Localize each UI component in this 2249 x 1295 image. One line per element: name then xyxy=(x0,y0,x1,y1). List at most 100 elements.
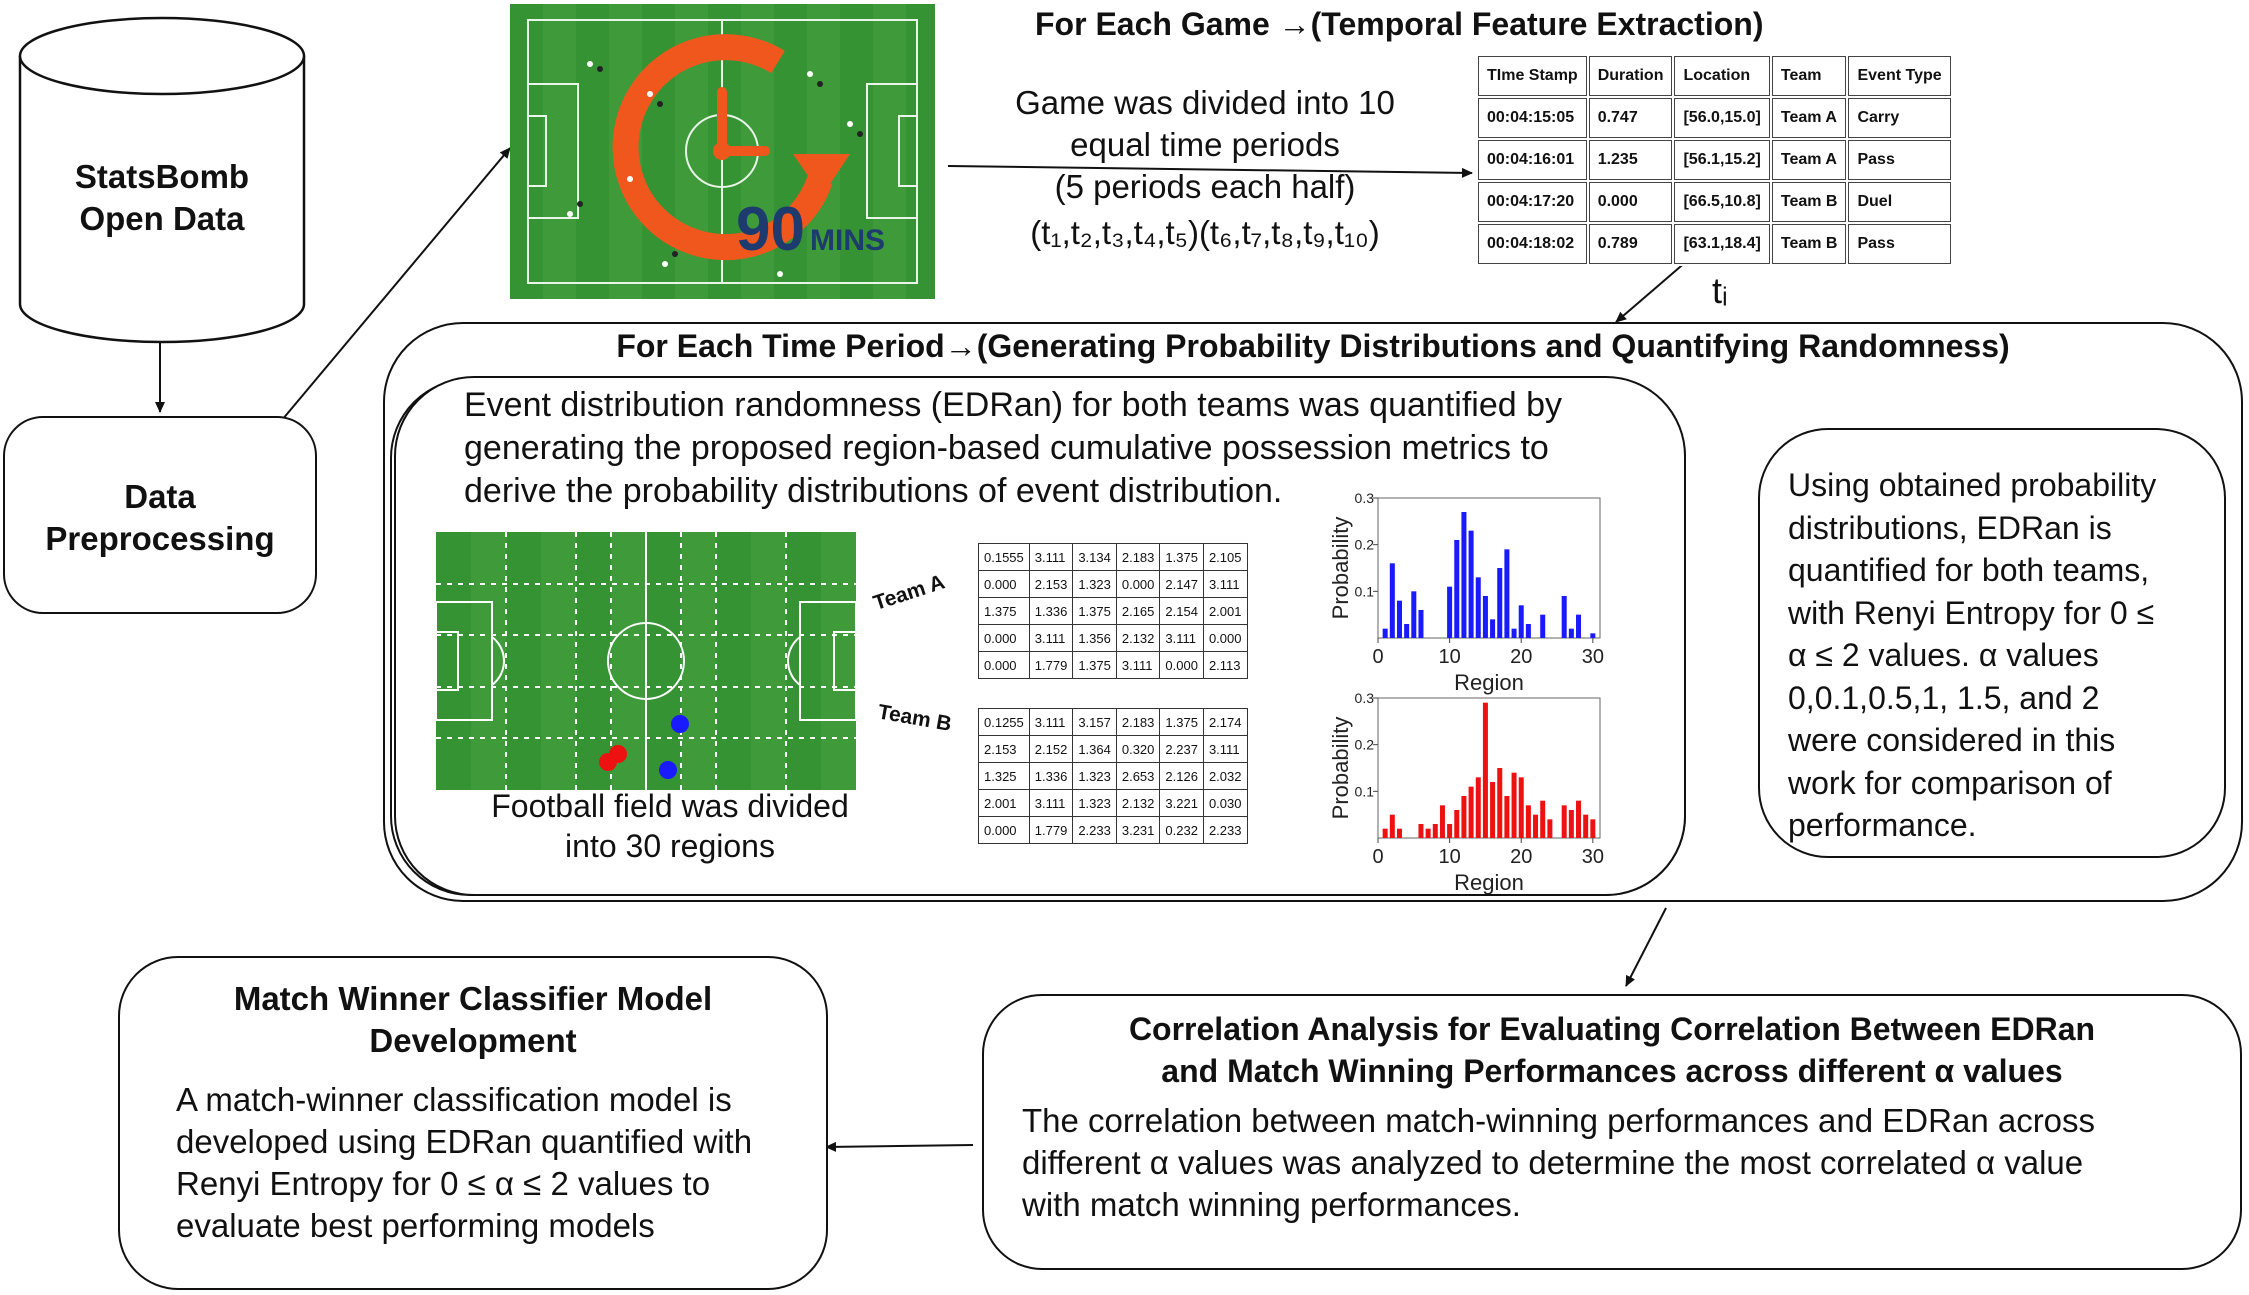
matrix-cell: 2.154 xyxy=(1159,597,1204,625)
renyi-line: quantified for both teams, xyxy=(1788,552,2150,588)
y-tick-label: 0.2 xyxy=(1355,737,1375,753)
chart-bar xyxy=(1396,600,1402,638)
renyi-line: Using obtained probability xyxy=(1788,467,2157,503)
matrix-cell: 2.237 xyxy=(1159,735,1204,763)
game-description: Game was divided into 10 equal time peri… xyxy=(950,82,1460,254)
arrow-period-to-correlation xyxy=(1625,907,1667,987)
matrix-cell: 1.375 xyxy=(978,597,1030,625)
chart-bar xyxy=(1432,824,1438,838)
chart-bar xyxy=(1418,824,1424,838)
chart-bar xyxy=(1511,772,1517,838)
field-caption: Football field was divided into 30 regio… xyxy=(440,786,900,866)
arrow-prep-to-game xyxy=(281,147,511,421)
chart-bar xyxy=(1504,549,1510,638)
chart-bar xyxy=(1497,768,1503,838)
matrix-cell: 2.132 xyxy=(1115,624,1161,652)
matrix-cell: 0.000 xyxy=(1159,651,1204,679)
matrix-cell: 0.000 xyxy=(978,651,1030,679)
x-axis-label: Region xyxy=(1454,870,1524,895)
classifier-desc-line: evaluate best performing models xyxy=(176,1207,655,1244)
matrix-cell: 3.111 xyxy=(1028,708,1074,736)
edran-desc-line2: generating the proposed region-based cum… xyxy=(464,429,1549,467)
header-event-type: Event Type xyxy=(1848,56,1951,96)
cell: [66.5,10.8] xyxy=(1674,182,1770,222)
matrix-cell: 2.132 xyxy=(1115,789,1161,817)
correlation-desc-line: The correlation between match-winning pe… xyxy=(1022,1102,2096,1139)
chart-bar xyxy=(1576,614,1582,638)
chart-bar xyxy=(1583,814,1589,838)
y-tick-label: 0.2 xyxy=(1355,537,1375,553)
x-tick-label: 30 xyxy=(1582,646,1604,668)
matrix-cell: 2.174 xyxy=(1202,708,1248,736)
correlation-desc-line: different α values was analyzed to deter… xyxy=(1022,1144,2084,1181)
matrix-cell: 2.147 xyxy=(1159,570,1204,598)
matrix-cell: 2.001 xyxy=(978,789,1030,817)
matrix-cell: 3.111 xyxy=(1202,570,1248,598)
matrix-cell: 0.320 xyxy=(1115,735,1161,763)
y-tick-label: 0.1 xyxy=(1355,583,1375,599)
x-tick-label: 0 xyxy=(1372,646,1383,668)
arrow-game-to-table xyxy=(947,165,1473,178)
renyi-description: Using obtained probability distributions… xyxy=(1788,464,2218,847)
matrix-cell: 1.375 xyxy=(1159,708,1204,736)
chart-bar xyxy=(1533,814,1539,838)
cell: Team B xyxy=(1771,224,1847,264)
matrix-cell: 1.779 xyxy=(1028,816,1074,844)
matrix-cell: 2.105 xyxy=(1202,543,1248,571)
matrix-cell: 0.000 xyxy=(1202,624,1248,652)
matrix-cell: 1.323 xyxy=(1072,762,1117,790)
chart-bar xyxy=(1561,596,1567,638)
matrix-cell: 2.183 xyxy=(1115,543,1161,571)
correlation-title-line2: and Match Winning Performances across di… xyxy=(1161,1053,2063,1089)
cell: [63.1,18.4] xyxy=(1674,224,1770,264)
clock-unit: MINS xyxy=(810,224,885,257)
plot-frame xyxy=(1377,497,1601,639)
chart-bar xyxy=(1482,702,1488,838)
time-period-title: For Each Time Period→(Generating Probabi… xyxy=(616,328,2010,364)
matrix-cell: 0.030 xyxy=(1202,789,1248,817)
matrix-cell: 2.165 xyxy=(1115,597,1161,625)
y-tick-label: 0.1 xyxy=(1355,783,1375,799)
chart-bar xyxy=(1461,512,1467,638)
matrix-cell: 3.157 xyxy=(1072,708,1117,736)
matrix-cell: 1.323 xyxy=(1072,789,1117,817)
y-tick-label: 0.3 xyxy=(1355,690,1375,706)
region-field-image xyxy=(435,532,857,790)
chart-bar xyxy=(1576,800,1582,838)
chart-bar xyxy=(1389,814,1395,838)
classifier-title-line2: Development xyxy=(369,1022,577,1059)
cell: 0.747 xyxy=(1588,98,1673,138)
chart-bar xyxy=(1497,568,1503,638)
cell: 00:04:16:01 xyxy=(1478,140,1587,180)
matrix-cell: 2.032 xyxy=(1202,762,1248,790)
statsbomb-database: StatsBomb Open Data xyxy=(18,16,306,344)
correlation-title: Correlation Analysis for Evaluating Corr… xyxy=(982,1008,2242,1092)
preprocessing-line1: Data xyxy=(124,478,196,515)
game-desc-line2: equal time periods xyxy=(1070,126,1340,163)
cell: 00:04:18:02 xyxy=(1478,224,1587,264)
data-preprocessing-box: Data Preprocessing xyxy=(3,416,317,614)
chart-bar xyxy=(1447,586,1453,638)
renyi-box xyxy=(1758,428,2226,858)
matrix-cell: 1.336 xyxy=(1028,597,1074,625)
chart-bar xyxy=(1540,614,1546,638)
matrix-cell: 3.111 xyxy=(1028,624,1074,652)
chart-bar xyxy=(1490,782,1496,838)
edran-desc-line3: derive the probability distributions of … xyxy=(464,472,1283,510)
matrix-cell: 2.001 xyxy=(1202,597,1248,625)
field-caption-line1: Football field was divided xyxy=(491,788,849,824)
cell: Team A xyxy=(1771,98,1847,138)
cell: [56.1,15.2] xyxy=(1674,140,1770,180)
chart-bar xyxy=(1482,596,1488,638)
x-tick-label: 0 xyxy=(1372,846,1383,868)
cell: [56.0,15.0] xyxy=(1674,98,1770,138)
